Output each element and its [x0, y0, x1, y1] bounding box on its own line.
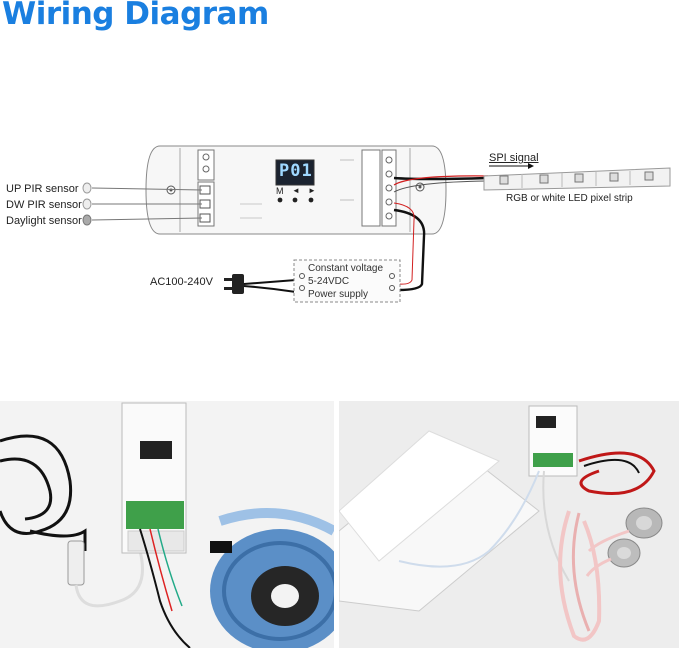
led-pixel-strip	[483, 167, 671, 191]
page-title: Wiring Diagram	[2, 0, 269, 32]
power-supply-text: Constant voltage 5-24VDC Power supply	[294, 260, 400, 302]
controller-device	[145, 145, 447, 235]
controller-button-left[interactable]: ◄	[292, 186, 300, 195]
daylight-sensor-label: Daylight sensor	[6, 215, 82, 227]
psu-line-3: Power supply	[308, 289, 369, 300]
controller-button-m[interactable]: M	[276, 186, 284, 196]
spi-signal-label: SPI signal	[489, 152, 539, 164]
led-strip-label: RGB or white LED pixel strip	[506, 193, 633, 204]
sensor-icons	[82, 182, 92, 226]
power-supply-box	[293, 259, 401, 303]
output-wires	[393, 175, 489, 193]
wiring-diagram	[82, 145, 671, 303]
ac-plug	[224, 274, 297, 294]
installation-photo-right	[339, 401, 679, 648]
installation-photo-left	[0, 401, 334, 648]
psu-line-2: 5-24VDC	[308, 276, 350, 287]
photo-right-illustration	[339, 401, 679, 648]
up-pir-sensor-label: UP PIR sensor	[6, 183, 79, 195]
psu-wires	[393, 202, 426, 292]
controller-button-right[interactable]: ►	[308, 186, 316, 195]
dw-pir-sensor-label: DW PIR sensor	[6, 199, 82, 211]
sensor-wires	[91, 187, 203, 221]
ac-input-label: AC100-240V	[150, 276, 213, 288]
controller-display-text: P01	[279, 161, 313, 181]
photo-left-illustration	[0, 401, 334, 648]
psu-line-1: Constant voltage	[308, 263, 384, 274]
spi-arrow	[489, 163, 534, 169]
